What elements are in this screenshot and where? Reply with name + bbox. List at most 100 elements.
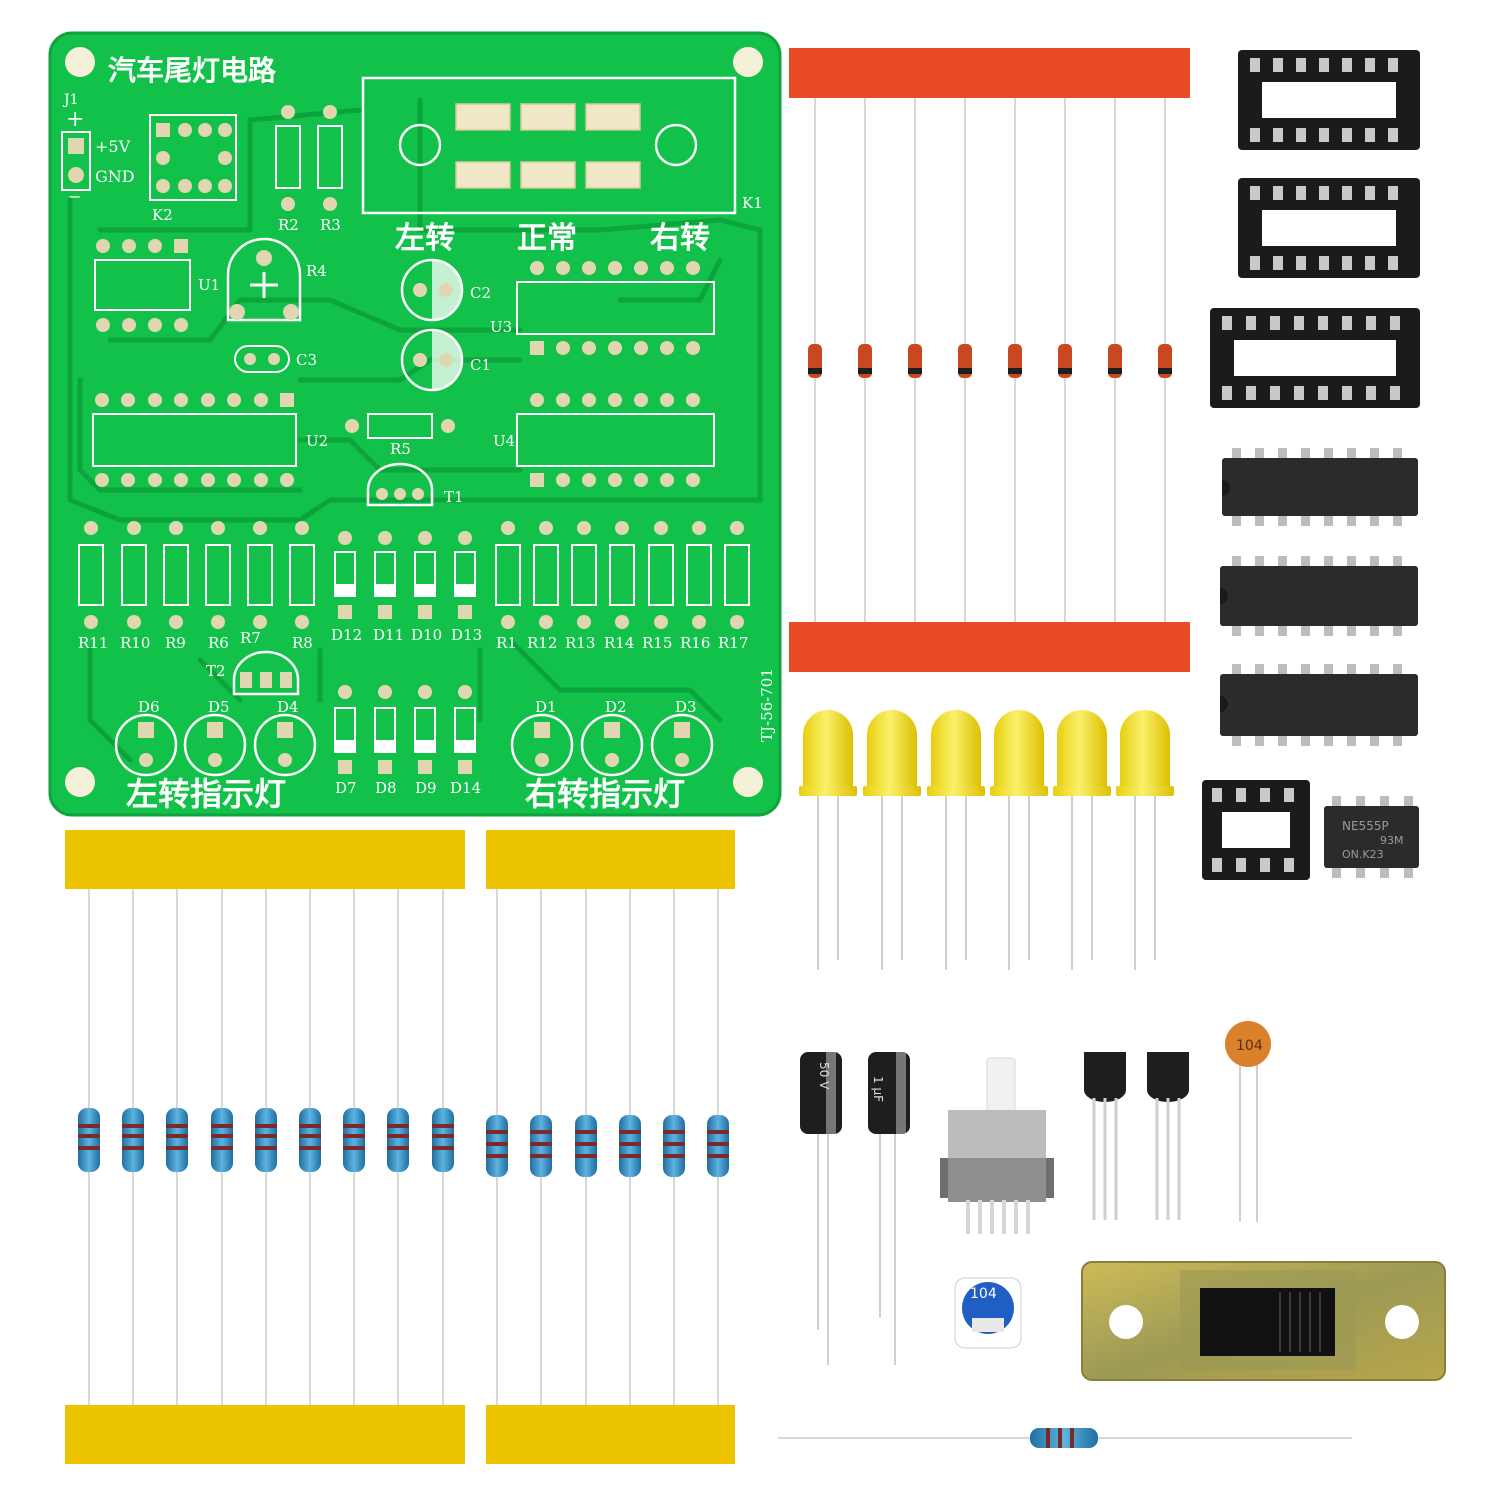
ic-chip-3 [1220,664,1418,746]
ic-marking-line1: NE555P [1342,819,1389,833]
ref-r12: R12 [527,634,557,652]
ref-r17: R17 [718,634,748,652]
cap2-value: 1 μF [871,1076,885,1102]
ceramic-cap-code: 104 [1236,1038,1263,1054]
switch-k2-footprint: K2 [149,114,237,224]
yellow-leds [799,710,1174,970]
transistor-t2-footprint: T2 [206,650,300,696]
ic-ne555: NE555P 93M ON.K23 [1324,796,1419,878]
ref-r9: R9 [165,634,186,652]
ref-r15: R15 [642,634,672,652]
ic-u2-footprint: U2 [92,393,328,487]
ref-r6: R6 [208,634,229,652]
transistor-1 [1084,1052,1126,1220]
ref-j1: J1 [62,92,79,108]
ref-u2: U2 [306,432,328,450]
ref-r7: R7 [240,629,261,647]
mounting-holes [65,47,763,797]
yellow-tape-top-a [65,830,465,889]
resistor-row-right: R1 R12 R13 R14 R15 R16 R17 [495,521,750,652]
ic-socket-8pin [1202,780,1310,880]
slide-switch [1081,1261,1446,1381]
switch-k1-footprint: K1 [361,76,763,215]
ic-u4-footprint: U4 [493,393,715,487]
diode-strip [789,48,1190,672]
mode-right-label: 右转 [650,221,710,256]
ref-c3: C3 [296,351,317,369]
electrolytic-capacitor-2: 1 μF [868,1052,910,1365]
ref-t2: T2 [206,662,226,680]
ref-r8: R8 [292,634,313,652]
diode-bodies [808,344,1172,378]
ref-d3: D3 [675,698,697,716]
ref-c2: C2 [470,284,491,302]
loose-resistor [778,1428,1352,1448]
ic-socket-1 [1238,50,1420,150]
power-connector-j1: J1 + +5V GND − [61,92,135,206]
trimpot-r4-footprint: R4 [226,237,327,322]
ref-r2: R2 [278,216,299,234]
yellow-tape-bottom-b [486,1405,735,1464]
led-footprints-right: D1 D2 D3 [510,698,714,777]
ref-r16: R16 [680,634,710,652]
minus-mark: − [68,187,81,206]
resistor-r5-footprint: R5 [345,413,455,458]
capacitor-c3-footprint: C3 [234,345,317,373]
ref-k2: K2 [152,206,173,224]
ref-d9: D9 [415,779,437,797]
ic-marking-line2: 93M [1380,834,1404,847]
red-tape-top [789,48,1190,98]
ref-r3: R3 [320,216,341,234]
ref-d6: D6 [138,698,160,716]
ref-r4: R4 [306,262,327,280]
push-button-switch [940,1057,1054,1234]
yellow-tape-top-b [486,830,735,889]
board-title: 汽车尾灯电路 [108,54,277,87]
ref-d11: D11 [373,626,404,644]
ref-r14: R14 [604,634,634,652]
capacitor-c2-footprint: C2 [400,258,491,322]
mode-left-label: 左转 [395,221,455,256]
ref-r5: R5 [390,440,411,458]
cap1-voltage: 50 V [817,1062,831,1090]
ref-d12: D12 [331,626,362,644]
pcb-board: 汽车尾灯电路 J1 + +5V GND − K2 R2 [48,31,782,817]
ref-d4: D4 [277,698,299,716]
vcc-label: +5V [95,137,131,156]
ic-marking-line3: ON.K23 [1342,848,1384,861]
ref-t1: T1 [444,488,464,506]
ref-d1: D1 [535,698,557,716]
ref-d14: D14 [450,779,481,797]
ic-chip-1 [1222,448,1418,526]
yellow-tape-bottom-a [65,1405,465,1464]
trimmer-potentiometer: 104 [954,1277,1022,1349]
resistor-strip-b [486,830,735,1464]
ref-d8: D8 [375,779,397,797]
ref-d10: D10 [411,626,442,644]
ref-r10: R10 [120,634,150,652]
mode-normal-label: 正常 [517,221,577,256]
diode-row-top: D12 D11 D10 D13 [331,531,482,644]
led-footprints-left: D6 D5 D4 [114,698,317,777]
ref-k1: K1 [742,194,763,212]
transistor-t1-footprint: T1 [366,462,464,507]
ref-r11: R11 [78,634,108,652]
resistor-row-left: R11 R10 R9 R6 R7 R8 [78,521,315,652]
ic-u1-footprint: U1 [94,239,220,332]
ref-c1: C1 [470,356,491,374]
diode-row-bottom: D7 D8 D9 D14 [334,685,481,797]
ref-d13: D13 [451,626,482,644]
left-indicator-label: 左转指示灯 [126,775,286,813]
capacitor-c1-footprint: C1 [400,328,491,392]
ic-socket-3 [1210,308,1420,408]
ref-d5: D5 [208,698,230,716]
board-code: TJ-56-701 [758,668,776,742]
ref-u3: U3 [490,318,512,336]
electrolytic-capacitor-1: 50 V [800,1052,842,1365]
red-tape-bottom [789,622,1190,672]
ic-chip-2 [1220,556,1418,636]
ref-r13: R13 [565,634,595,652]
ic-socket-2 [1238,178,1420,278]
ic-u3-footprint: U3 [490,261,715,355]
